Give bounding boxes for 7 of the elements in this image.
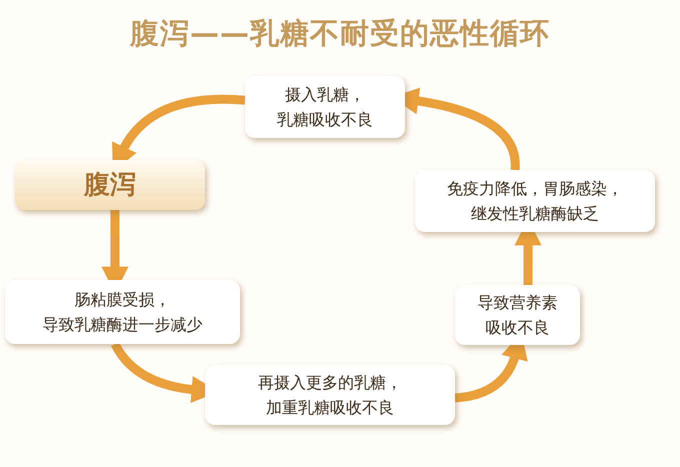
- process-box: 肠粘膜受损，导致乳糖酶进一步减少: [5, 280, 240, 344]
- title: 腹泻——乳糖不耐受的恶性循环: [128, 15, 551, 52]
- process-box: 免疫力降低，胃肠感染，继发性乳糖酶缺乏: [415, 170, 655, 232]
- process-box: 导致营养素吸收不良: [455, 285, 580, 345]
- process-box: 摄入乳糖，乳糖吸收不良: [245, 76, 405, 138]
- highlight-box: 腹泻: [15, 160, 205, 210]
- process-box: 再摄入更多的乳糖，加重乳糖吸收不良: [205, 365, 455, 425]
